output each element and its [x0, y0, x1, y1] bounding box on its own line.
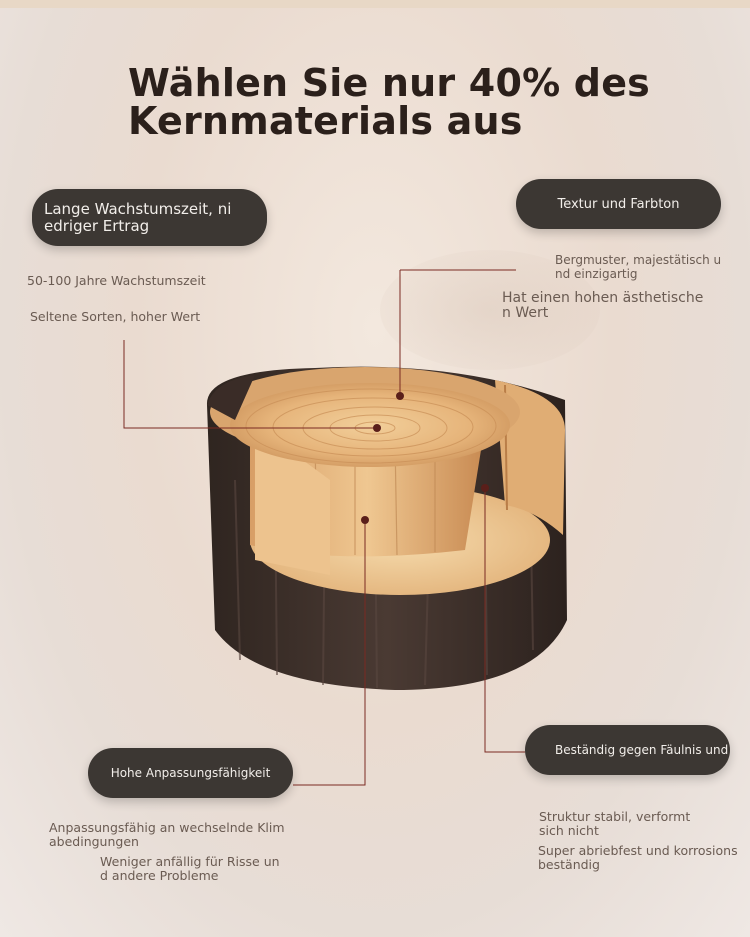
- adaptability-detail-1-line-2: abedingungen: [49, 834, 139, 849]
- adaptability-detail-1: Anpassungsfähig an wechselnde Klim abedi…: [49, 821, 285, 849]
- texture-label: Textur und Farbton: [557, 196, 680, 212]
- texture-callout-pill: Textur und Farbton: [516, 179, 721, 229]
- adaptability-label: Hohe Anpassungsfähigkeit: [110, 766, 271, 780]
- growth-label-line-2: edriger Ertrag: [44, 216, 150, 235]
- adaptability-callout-pill: Hohe Anpassungsfähigkeit: [88, 748, 293, 798]
- durability-detail-2: Super abriebfest und korrosions beständi…: [538, 844, 738, 872]
- adaptability-detail-1-line-1: Anpassungsfähig an wechselnde Klim: [49, 820, 285, 835]
- top-border: [0, 0, 750, 8]
- durability-detail-2-line-2: beständig: [538, 857, 600, 872]
- growth-label-line-1: Lange Wachstumszeit, ni: [44, 199, 232, 218]
- adaptability-detail-2-line-2: d andere Probleme: [100, 868, 219, 883]
- growth-callout-pill: Lange Wachstumszeit, ni edriger Ertrag: [32, 189, 267, 246]
- page-title: Wählen Sie nur 40% des Kernmaterials aus: [128, 64, 688, 140]
- texture-detail-1: Bergmuster, majestätisch u nd einzigarti…: [555, 253, 721, 281]
- growth-detail-2: Seltene Sorten, hoher Wert: [30, 309, 201, 324]
- durability-detail-1-line-1: Struktur stabil, verformt: [539, 809, 691, 824]
- durability-detail-1-line-2: sich nicht: [539, 823, 599, 838]
- title-line-2: Kernmaterials aus: [128, 99, 523, 143]
- durability-label: Beständig gegen Fäulnis und: [555, 743, 729, 757]
- texture-detail-1-line-1: Bergmuster, majestätisch u: [555, 253, 722, 267]
- adaptability-detail-2-line-1: Weniger anfällig für Risse un: [100, 854, 280, 869]
- texture-detail-2: Hat einen hohen ästhetische n Wert: [502, 291, 703, 321]
- durability-detail-1: Struktur stabil, verformt sich nicht: [539, 810, 690, 838]
- adaptability-detail-2: Weniger anfällig für Risse un d andere P…: [100, 855, 280, 883]
- title-line-1: Wählen Sie nur 40% des: [128, 61, 650, 105]
- texture-detail-2-line-1: Hat einen hohen ästhetische: [502, 290, 704, 306]
- growth-detail-1: 50-100 Jahre Wachstumszeit: [27, 273, 206, 288]
- durability-detail-2-line-1: Super abriebfest und korrosions: [538, 843, 738, 858]
- texture-detail-2-line-2: n Wert: [502, 305, 549, 321]
- durability-callout-pill: Beständig gegen Fäulnis und: [525, 725, 730, 775]
- tree-stump-cutaway-illustration: [206, 366, 567, 690]
- texture-detail-1-line-2: nd einzigartig: [555, 267, 638, 281]
